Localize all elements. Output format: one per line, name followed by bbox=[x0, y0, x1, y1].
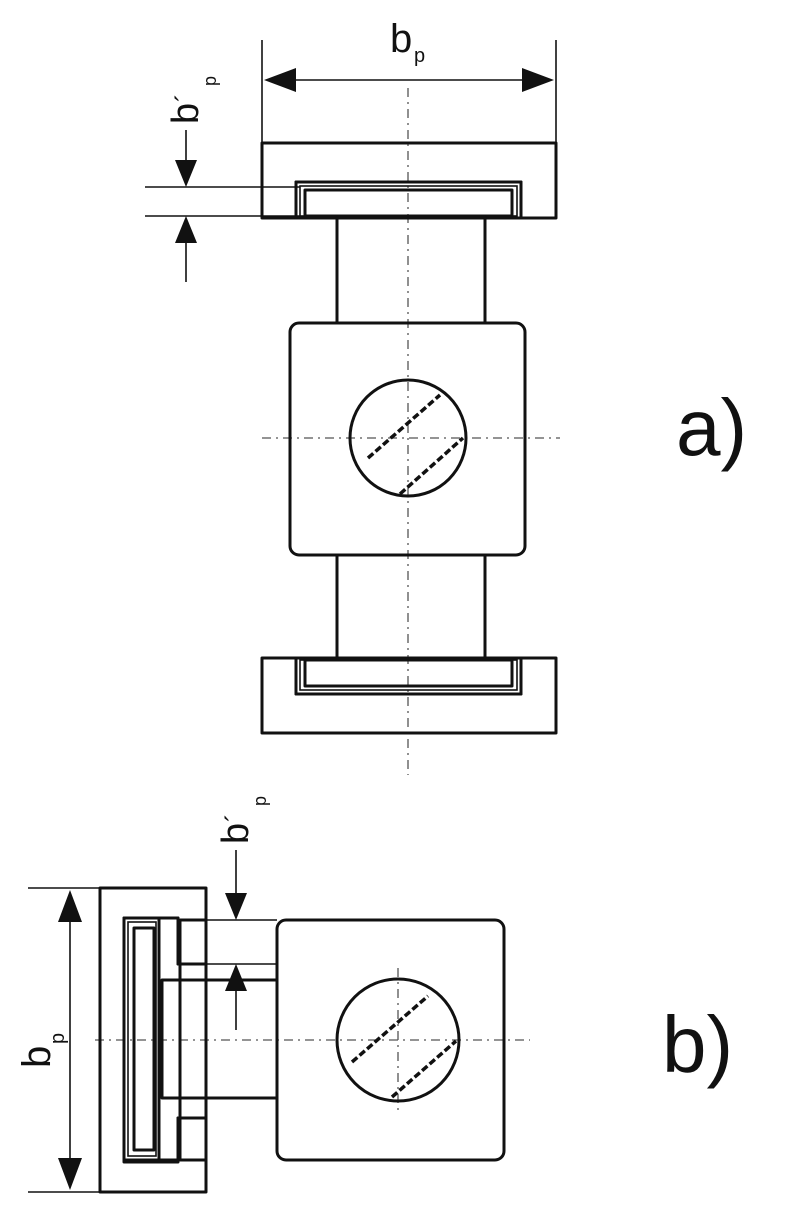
arrowhead bbox=[175, 160, 197, 187]
arrowhead bbox=[225, 964, 247, 991]
dimension-label-main: b bbox=[215, 823, 257, 844]
figure-b-caption: b) bbox=[662, 1000, 733, 1089]
figure-b-height-dimension: b p bbox=[15, 887, 100, 1193]
arrowhead bbox=[225, 893, 247, 920]
arrowhead bbox=[58, 890, 82, 922]
figure-a-bolt-hatch-line bbox=[398, 436, 465, 496]
figure-b-bolt-section bbox=[335, 977, 461, 1103]
figure-a-upper-neck bbox=[335, 216, 487, 325]
figure-b-pad-inner bbox=[132, 926, 156, 1152]
dimension-label-main: b bbox=[15, 1046, 59, 1068]
dimension-label-prime: ´ bbox=[220, 813, 250, 822]
figure-a-gap-dimension: b ´ p bbox=[145, 76, 300, 282]
figure-a-top-pad-inner bbox=[303, 188, 514, 218]
figure-a: b p b ´ p a) bbox=[145, 17, 747, 775]
figure-b-height-label: b p bbox=[15, 1033, 69, 1068]
dimension-label-main: b bbox=[165, 103, 207, 124]
arrowhead bbox=[522, 68, 554, 92]
figure-a-bolt-section bbox=[348, 378, 468, 498]
figure-a-bottom-pad-outer bbox=[294, 656, 523, 696]
figure-a-gap-label: b ´ p bbox=[165, 76, 220, 124]
dimension-label-sub: p bbox=[200, 76, 220, 86]
dimension-label-prime: ´ bbox=[170, 93, 200, 102]
figure-a-bottom-pad-inner bbox=[303, 658, 514, 688]
arrowhead bbox=[58, 1158, 82, 1190]
figure-b-bolt-hatch-line bbox=[350, 994, 430, 1064]
dimension-label-sub: p bbox=[47, 1033, 69, 1044]
figure-b-side-channel bbox=[98, 886, 208, 1194]
arrowhead bbox=[175, 216, 197, 243]
figure-a-caption: a) bbox=[676, 383, 747, 472]
figure-b-block bbox=[275, 918, 506, 1162]
figure-b-flange bbox=[159, 916, 208, 1162]
figure-b: b p b ´ p b) bbox=[15, 796, 733, 1194]
dimension-label-main: b bbox=[390, 17, 412, 61]
dimension-label-sub: p bbox=[414, 45, 425, 67]
figure-b-gap-label: b ´ p bbox=[215, 796, 270, 844]
arrowhead bbox=[264, 68, 296, 92]
figure-a-bolt-hatch-line bbox=[366, 393, 442, 460]
figure-a-width-dimension: b p bbox=[261, 17, 557, 143]
dimension-label-sub: p bbox=[250, 796, 270, 806]
figure-b-bolt-hatch-line bbox=[390, 1039, 458, 1099]
figure-b-gap-dimension: b ´ p bbox=[206, 796, 277, 1030]
figure-b-pad-middle bbox=[127, 921, 157, 1157]
figure-b-pad-outer bbox=[122, 916, 161, 1162]
figure-a-lower-neck bbox=[335, 553, 487, 660]
